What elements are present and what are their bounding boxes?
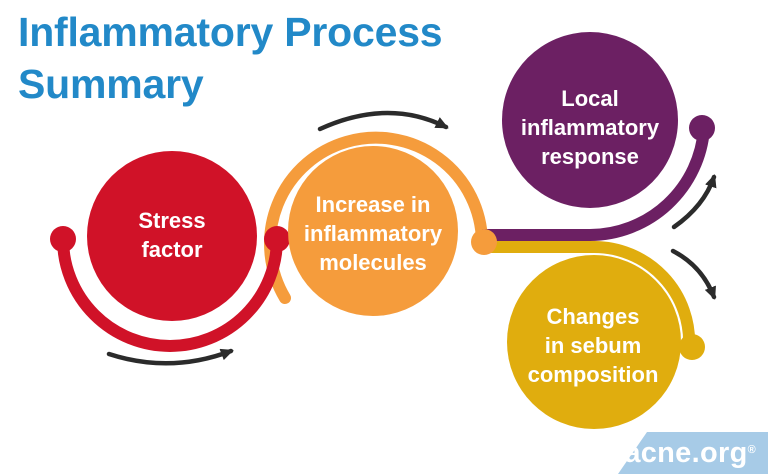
stress-factor-circle — [87, 151, 257, 321]
flow-arrow-to-sebum — [670, 248, 717, 300]
local-response-dot — [689, 115, 715, 141]
sebum-composition-circle — [507, 255, 681, 429]
brand-logo: acne.org® — [624, 437, 756, 470]
sebum-dot — [679, 334, 705, 360]
brand-banner — [618, 432, 768, 474]
increase-molecules-circle — [288, 146, 458, 316]
local-response-circle — [502, 32, 678, 208]
local-response-connector-arc — [478, 123, 710, 241]
page-title: Inflammatory Process Summary — [18, 9, 443, 107]
brand-name: acne.org — [624, 437, 748, 469]
flow-arrow-to-local-response — [671, 174, 717, 230]
registered-trademark-icon: ® — [747, 444, 756, 456]
sebum-connector-arc — [478, 240, 696, 353]
flow-arrow-increase-to-next — [317, 110, 449, 132]
junction-dot — [471, 229, 497, 255]
stress-swoosh-arc — [57, 233, 283, 352]
flow-arrow-stress-to-increase — [106, 348, 234, 366]
stress-dot-left — [50, 226, 76, 252]
stress-dot-right — [264, 226, 290, 252]
